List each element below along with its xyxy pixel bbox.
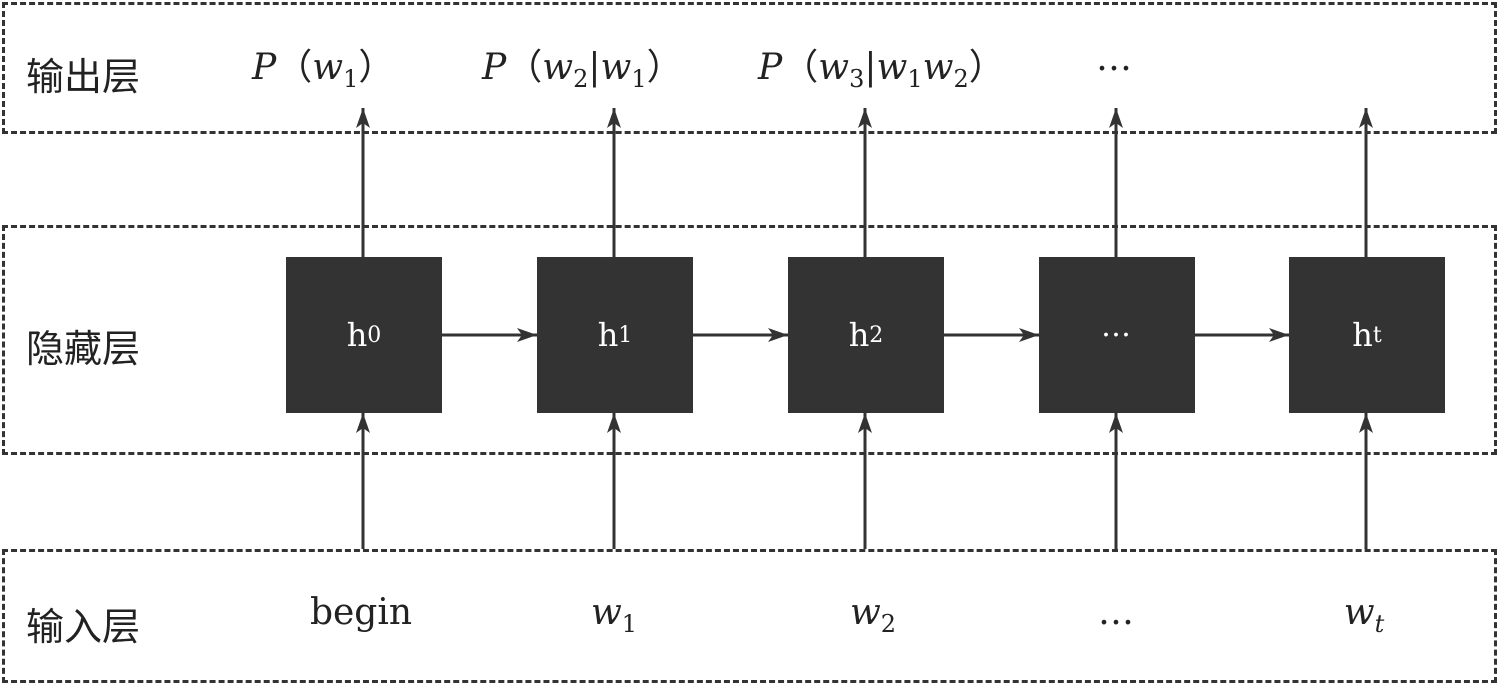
hidden-node-ellipsis: …	[1039, 257, 1195, 413]
output-layer-label: 输出层	[26, 55, 141, 99]
output-p-w1: P（w1）	[252, 47, 395, 93]
input-w1: w1	[590, 592, 638, 638]
node-h1-base: h	[597, 316, 619, 354]
node-ht-base: h	[1352, 316, 1373, 354]
input-ellipsis: …	[1098, 592, 1134, 633]
input-w2: w2	[849, 592, 897, 638]
node-h1-sub: 1	[618, 322, 633, 348]
output-p-w3-given-w1w2: P（w3|w1w2）	[758, 47, 1005, 93]
hidden-layer-box	[2, 225, 1497, 455]
input-layer-label: 输入层	[26, 605, 141, 649]
hidden-layer-label: 隐藏层	[26, 327, 141, 371]
node-ht-sub: t	[1372, 322, 1382, 348]
node-h2-base: h	[848, 316, 870, 354]
output-p-w2-given-w1: P（w2|w1）	[482, 47, 683, 93]
node-h0-base: h	[346, 316, 368, 354]
input-begin: begin	[309, 592, 413, 633]
output-layer-box	[2, 2, 1497, 134]
node-h0-sub: 0	[367, 322, 382, 348]
node-ellipsis-text: …	[1101, 308, 1133, 344]
input-layer-box	[2, 549, 1497, 683]
node-h2-sub: 2	[869, 322, 884, 348]
output-ellipsis: …	[1096, 38, 1132, 79]
input-wt: wt	[1343, 592, 1385, 638]
